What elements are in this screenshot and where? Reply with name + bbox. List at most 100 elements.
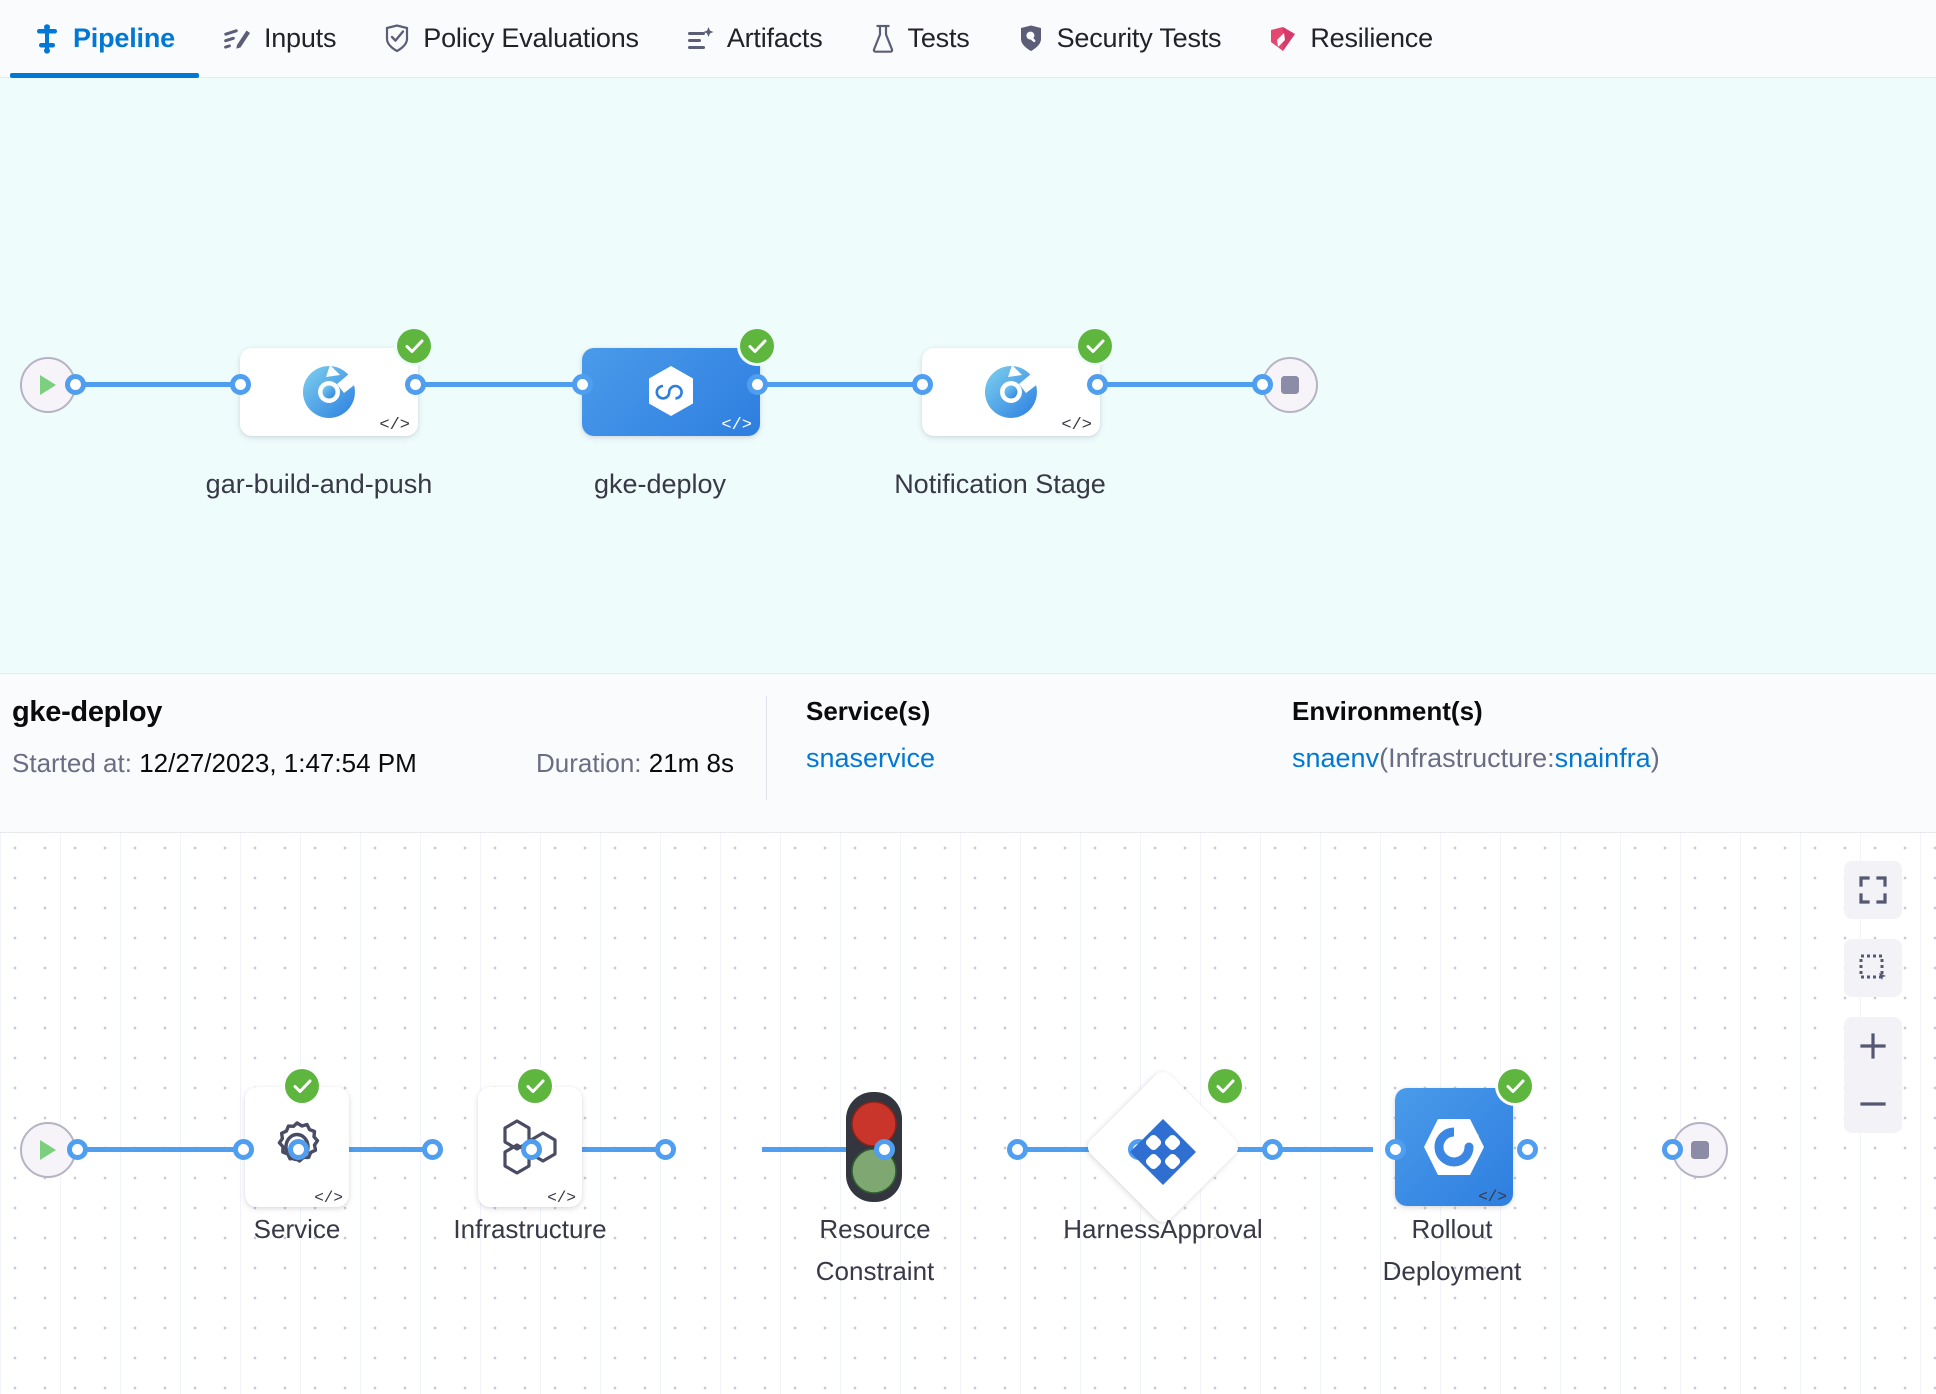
exec-step-rollout-deployment[interactable]: </> — [1395, 1088, 1513, 1206]
edge-dot — [655, 1139, 676, 1160]
environment-column: Environment(s) snaenv(Infrastructure:sna… — [1292, 696, 1660, 774]
tab-tests[interactable]: Tests — [847, 0, 994, 77]
tab-label: Artifacts — [726, 23, 823, 53]
edge-dot — [65, 374, 86, 395]
step-status-success-badge — [285, 1069, 319, 1103]
edge-dot — [288, 1139, 309, 1160]
edge-dot — [230, 374, 251, 395]
step-code-badge[interactable]: </> — [1478, 1188, 1507, 1206]
start-play-icon — [40, 1140, 56, 1160]
infrastructure-link[interactable]: snainfra — [1554, 743, 1651, 773]
edge-dot — [1517, 1139, 1538, 1160]
service-link[interactable]: snaservice — [806, 743, 936, 773]
step-status-success-badge — [1498, 1069, 1532, 1103]
zoom-button-group — [1844, 1017, 1902, 1133]
pipeline-stage-notification-stage[interactable]: </> — [922, 348, 1100, 436]
harness-cd-icon — [649, 366, 693, 416]
exec-edge — [1228, 1147, 1373, 1152]
stage-code-badge[interactable]: </> — [1061, 416, 1092, 435]
started-at-label: Started at: — [12, 748, 132, 778]
tab-label: Pipeline — [73, 23, 175, 53]
pipeline-graph-canvas[interactable]: </> gar-build-and-push </> gke-deploy </… — [0, 78, 1936, 673]
rollout-icon — [1424, 1119, 1484, 1175]
gcp-build-icon — [984, 365, 1039, 418]
start-play-icon — [40, 375, 56, 395]
edge-dot — [912, 374, 933, 395]
exec-edge — [762, 1147, 887, 1152]
tab-label: Security Tests — [1056, 23, 1222, 53]
exec-edge — [52, 1147, 252, 1152]
expand-icon — [1859, 876, 1887, 904]
duration-label: Duration: — [536, 748, 642, 778]
exec-step-label: Service — [253, 1214, 341, 1244]
environment-header: Environment(s) — [1292, 696, 1483, 726]
edge-dot — [405, 374, 426, 395]
pipeline-icon — [34, 23, 60, 54]
pipeline-stage-label: gar-build-and-push — [205, 469, 433, 499]
step-status-success-badge — [518, 1069, 552, 1103]
stage-info-title: gke-deploy — [12, 696, 163, 728]
exec-step-label: HarnessApproval — [1063, 1214, 1263, 1244]
tab-policy-evaluations[interactable]: Policy Evaluations — [360, 0, 663, 77]
environment-value: snaenv(Infrastructure:snainfra) — [1292, 743, 1660, 774]
edge-dot — [67, 1139, 88, 1160]
select-area-button[interactable] — [1844, 939, 1902, 997]
exec-edge — [1018, 1147, 1140, 1152]
tab-inputs[interactable]: Inputs — [199, 0, 360, 77]
end-stop-icon — [1281, 376, 1299, 394]
edge-dot — [1262, 1139, 1283, 1160]
fit-to-screen-button[interactable] — [1844, 861, 1902, 919]
stage-status-success-badge — [397, 329, 431, 363]
edge-dot — [747, 374, 768, 395]
duration-value: 21m 8s — [648, 748, 734, 778]
canvas-zoom-controls — [1844, 861, 1902, 1133]
zoom-out-button[interactable] — [1844, 1075, 1902, 1133]
exec-step-harness-approval-icon — [1128, 1117, 1198, 1187]
pipeline-stage-gar-build-and-push[interactable]: </> — [240, 348, 418, 436]
service-column: Service(s) snaservice — [806, 696, 935, 774]
inputs-icon — [223, 25, 251, 53]
step-code-badge[interactable]: </> — [547, 1189, 576, 1207]
pipeline-edge — [940, 382, 1300, 387]
tab-pipeline[interactable]: Pipeline — [10, 0, 199, 78]
approval-clover-icon — [1130, 1119, 1196, 1185]
exec-step-label: Rollout Deployment — [1382, 1214, 1522, 1286]
flask-icon — [871, 24, 895, 53]
security-shield-icon — [1018, 24, 1044, 53]
tab-resilience[interactable]: Resilience — [1245, 0, 1457, 77]
info-divider — [766, 696, 767, 800]
edge-dot — [1252, 374, 1273, 395]
tab-label: Tests — [907, 23, 970, 53]
tab-label: Inputs — [263, 23, 337, 53]
zoom-in-button[interactable] — [1844, 1017, 1902, 1075]
stage-code-badge[interactable]: </> — [721, 416, 752, 435]
artifacts-icon — [687, 26, 714, 52]
edge-dot — [1385, 1139, 1406, 1160]
stage-status-success-badge — [1078, 329, 1112, 363]
stage-info-bar: gke-deploy Started at: 12/27/2023, 1:47:… — [0, 673, 1936, 833]
exec-edge — [533, 1147, 668, 1152]
step-code-badge[interactable]: </> — [314, 1189, 343, 1207]
tab-artifacts[interactable]: Artifacts — [663, 0, 847, 77]
tab-security-tests[interactable]: Security Tests — [994, 0, 1246, 77]
plus-icon — [1860, 1033, 1886, 1059]
edge-dot — [422, 1139, 443, 1160]
infrastructure-suffix: ) — [1650, 743, 1660, 773]
stage-code-badge[interactable]: </> — [379, 416, 410, 435]
minus-icon — [1860, 1102, 1886, 1106]
policy-shield-icon — [384, 24, 410, 53]
edge-dot — [1007, 1139, 1028, 1160]
step-status-success-badge — [1208, 1069, 1242, 1103]
tab-bar: Pipeline Inputs Policy Evaluations — [0, 0, 1936, 78]
pipeline-stage-gke-deploy[interactable]: </> — [582, 348, 760, 436]
exec-edge — [300, 1147, 435, 1152]
edge-dot — [572, 374, 593, 395]
execution-graph-canvas[interactable]: </> Service </> Infrastructure Resource … — [0, 833, 1936, 1394]
started-at-value: 12/27/2023, 1:47:54 PM — [139, 748, 417, 778]
environment-link[interactable]: snaenv — [1292, 743, 1380, 773]
stage-info-meta: Started at: 12/27/2023, 1:47:54 PM Durat… — [12, 748, 1936, 779]
infrastructure-prefix: (Infrastructure: — [1379, 743, 1555, 773]
pipeline-stage-label: Notification Stage — [894, 469, 1106, 499]
end-stop-icon — [1691, 1141, 1709, 1159]
edge-dot — [233, 1139, 254, 1160]
